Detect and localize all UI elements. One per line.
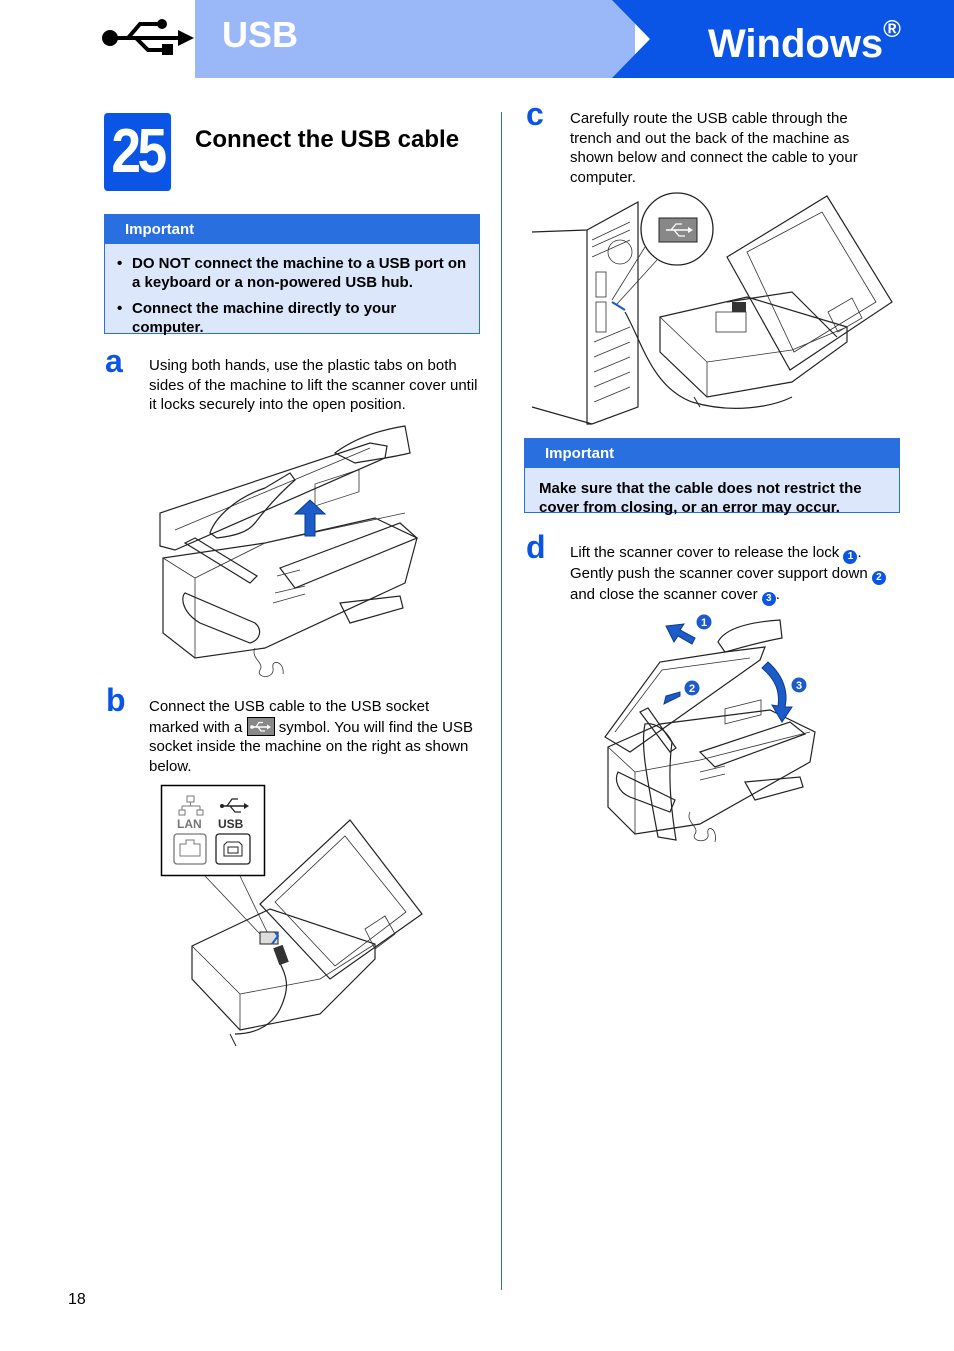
lan-port-label: LAN	[177, 817, 202, 831]
substep-letter-c: c	[526, 96, 544, 132]
column-divider	[501, 112, 502, 1290]
usb-symbol-icon	[102, 19, 194, 55]
usb-trident-icon	[666, 223, 693, 237]
important-box-cable-routing: Important Make sure that the cable does …	[524, 438, 900, 516]
page-number: 18	[68, 1291, 86, 1308]
usb-socket	[215, 833, 251, 865]
usb-trident-icon	[220, 798, 249, 813]
substep-b-text: Connect the USB cable to the USB socket …	[149, 698, 473, 775]
illustration-callout-1: 1	[701, 617, 707, 629]
header-windows-band	[612, 0, 954, 78]
usb-port-label: USB	[218, 817, 244, 831]
important-bullet: DO NOT connect the machine to a USB port…	[117, 254, 471, 292]
substep-letter-d: d	[526, 529, 546, 565]
lan-socket	[173, 833, 207, 865]
header-usb-title: USB	[222, 14, 299, 55]
important-box-usb-port: Important DO NOT connect the machine to …	[104, 214, 480, 337]
header-usb-band	[195, 0, 635, 78]
illustration-callout-2: 2	[689, 683, 695, 695]
illustration-callout-3: 3	[796, 680, 802, 692]
substep-letter-a: a	[105, 343, 123, 379]
important-bullet-list: DO NOT connect the machine to a USB port…	[105, 244, 479, 337]
illustration-usb-socket: LAN USB	[160, 784, 423, 1047]
callout-number-1: 1	[843, 550, 858, 564]
substep-c-text: Carefully route the USB cable through th…	[570, 110, 858, 186]
important-text: Make sure that the cable does not restri…	[539, 480, 862, 516]
header-windows-title: Windows®	[708, 16, 901, 66]
illustration-route-cable-to-computer	[531, 192, 893, 425]
important-bullet: Connect the machine directly to your com…	[117, 299, 471, 337]
substep-a-text: Using both hands, use the plastic tabs o…	[149, 357, 478, 413]
step-number-badge: 25	[104, 113, 172, 191]
lan-network-icon	[178, 795, 204, 816]
usb-symbol-icon	[246, 716, 275, 736]
substep-letter-b: b	[106, 682, 126, 718]
substep-d-text: Lift the scanner cover to release the lo…	[570, 543, 900, 606]
important-heading: Important	[525, 439, 899, 468]
illustration-lift-scanner-cover	[159, 425, 419, 677]
callout-number-3: 3	[761, 592, 776, 606]
step-title: Connect the USB cable	[195, 126, 460, 153]
callout-number-2: 2	[871, 571, 886, 585]
illustration-close-scanner-cover: 1 2 3	[604, 613, 816, 843]
important-heading: Important	[105, 215, 479, 244]
